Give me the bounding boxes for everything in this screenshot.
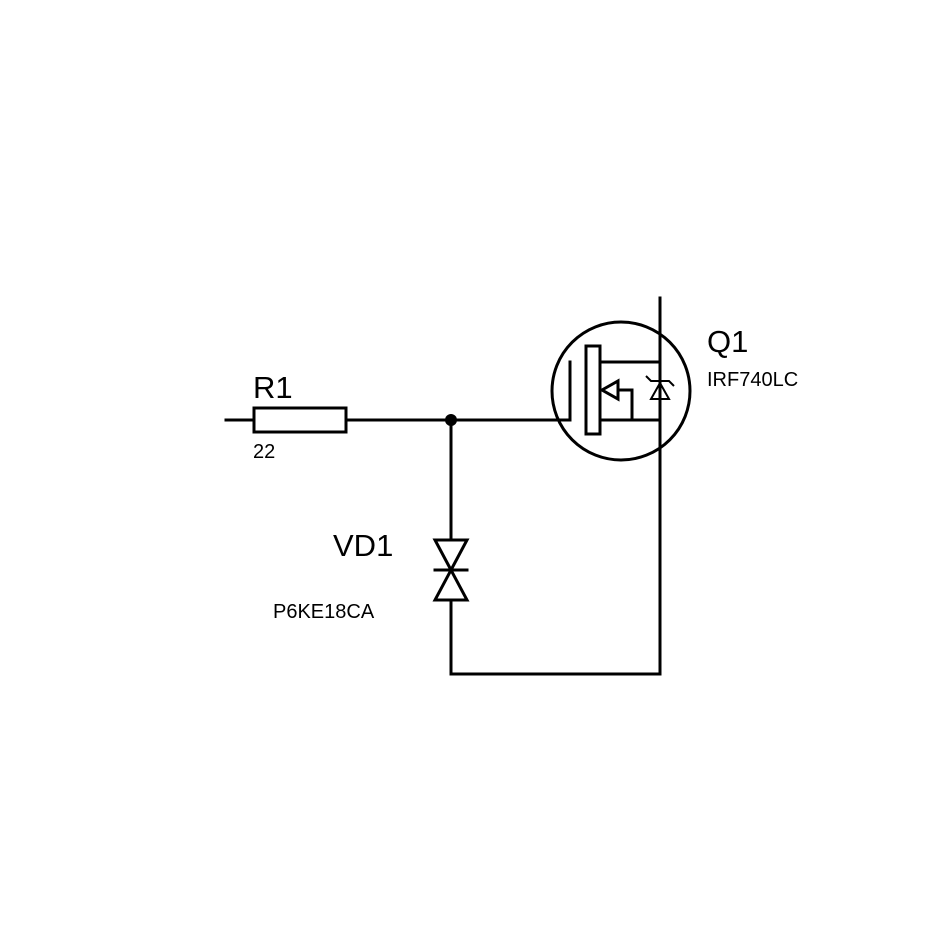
resistor-r1-value: 22 xyxy=(253,441,275,463)
mosfet-channel xyxy=(584,344,602,436)
tvs-diode-vd1 xyxy=(432,538,470,602)
body-diode-icon xyxy=(649,380,671,400)
resistor-r1-ref: R1 xyxy=(253,370,293,405)
mosfet-ref: Q1 xyxy=(707,324,748,359)
mosfet-envelope xyxy=(550,320,692,462)
mosfet-value: IRF740LC xyxy=(707,369,798,391)
mosfet-q1 xyxy=(550,296,692,676)
tvs-diode-ref: VD1 xyxy=(333,528,393,563)
resistor-r1-body xyxy=(252,406,348,434)
tvs-diode-value: P6KE18CA xyxy=(273,601,375,623)
